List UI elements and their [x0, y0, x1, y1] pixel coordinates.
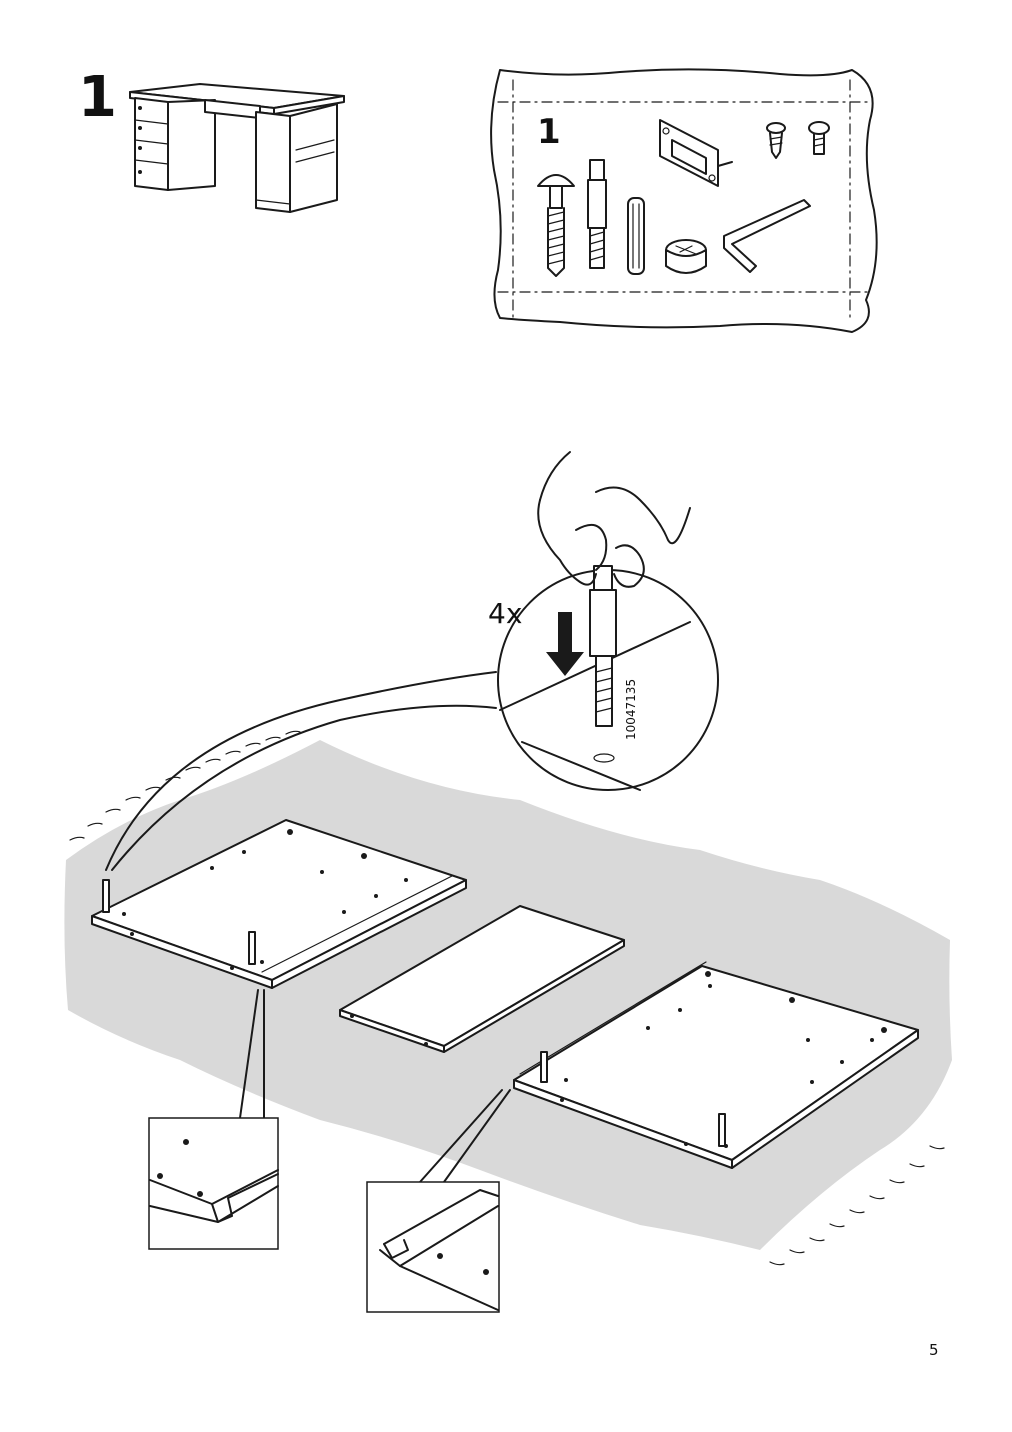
hardware-bag-label: 1: [537, 112, 561, 152]
detail-callout: [105, 451, 719, 871]
handle-icon: [659, 119, 733, 187]
part-number: 10047135: [624, 678, 638, 740]
screw-icon: [766, 121, 830, 159]
page-number: 5: [929, 1341, 939, 1359]
edge-detail-right: [366, 1089, 511, 1313]
hand-icon: [537, 451, 691, 588]
arrow-down-icon: [546, 612, 584, 676]
desk-icon: [129, 83, 345, 213]
side-panel-right: [513, 961, 919, 1169]
quantity-label: 4x: [488, 597, 523, 630]
dowel-icon: [587, 159, 607, 269]
dowel-icon: [589, 565, 617, 727]
cam-lock-icon: [665, 239, 707, 274]
side-panel-left: [91, 819, 467, 989]
edge-detail-left: [148, 989, 279, 1250]
hardware-bag-icon: [490, 68, 878, 333]
shelf-panel-middle: [339, 905, 625, 1053]
allen-key-icon: [723, 199, 811, 273]
step-number: 1: [78, 65, 117, 130]
screw-icon: [537, 174, 575, 277]
dowel-icon: [627, 197, 645, 275]
